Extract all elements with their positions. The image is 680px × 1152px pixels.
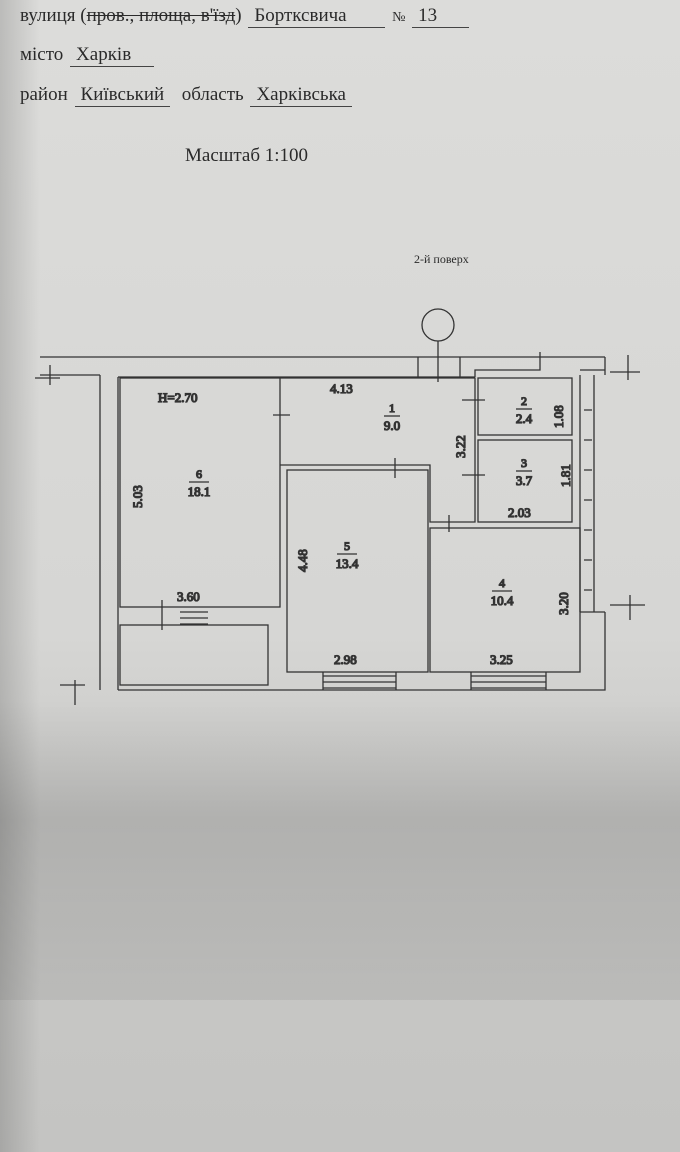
district-line: район Київський область Харківська [20,84,354,107]
room-1-area: 9.0 [384,418,400,433]
floor-label: 2-й поверх [414,252,469,266]
region-label: область [181,84,244,105]
street-label-end: ) [235,5,242,26]
page-shadow [0,700,680,1000]
scale-label: Масштаб 1:100 [185,145,309,166]
room-3-width: 2.03 [508,505,531,520]
street-label: вулиця ( [20,5,87,26]
page-shadow [0,0,40,1152]
room-3-dim: 1.81 [558,464,573,487]
room-5-number: 5 [344,539,350,553]
ceiling-height: Н=2.70 [158,390,197,405]
room-4-width: 3.25 [490,652,513,667]
room-3 [477,439,573,523]
room-5-dim: 4.48 [295,549,310,572]
city-value: Харків [70,44,155,67]
city-line: місто Харків [20,44,156,67]
room-5 [286,469,429,673]
room-3-area: 3.7 [516,473,533,488]
windows [180,409,592,690]
room-6-width: 3.60 [177,589,200,604]
room-2-area: 2.4 [516,411,533,426]
balcony [119,624,269,686]
district-value: Київський [74,84,171,107]
number-value: 13 [412,5,470,28]
room-6-number: 6 [196,467,202,481]
door-marks [35,355,645,705]
room-1-number: 1 [389,401,395,415]
outer-walls [40,341,606,691]
room-4-area: 10.4 [491,593,514,608]
room-5-width: 2.98 [334,652,357,667]
room-6-area: 18.1 [188,484,211,499]
room-2-dim: 1.08 [551,405,566,428]
room-3-number: 3 [521,456,527,470]
number-label: № [392,10,406,25]
region-value: Харківська [250,84,352,107]
north-marker-icon [421,308,455,342]
room-1 [280,377,476,523]
district-label: район [20,84,68,105]
room-1-width: 4.13 [330,381,353,396]
room-4-dim: 3.20 [556,592,571,615]
room-2 [477,377,573,436]
room-4 [429,527,581,673]
room-6-dim: 5.03 [130,485,145,508]
room-1-depth: 3.22 [453,435,468,458]
room-2-number: 2 [521,394,527,408]
room-4-number: 4 [499,576,505,590]
city-label: місто [20,44,64,65]
street-type-struck: пров., площа, в'їзд [86,5,236,26]
room-5-area: 13.4 [336,556,359,571]
street-value: Бортксвича [248,5,386,28]
street-line: вулиця (пров., площа, в'їзд) Бортксвича … [20,5,471,28]
room-6 [119,377,281,608]
